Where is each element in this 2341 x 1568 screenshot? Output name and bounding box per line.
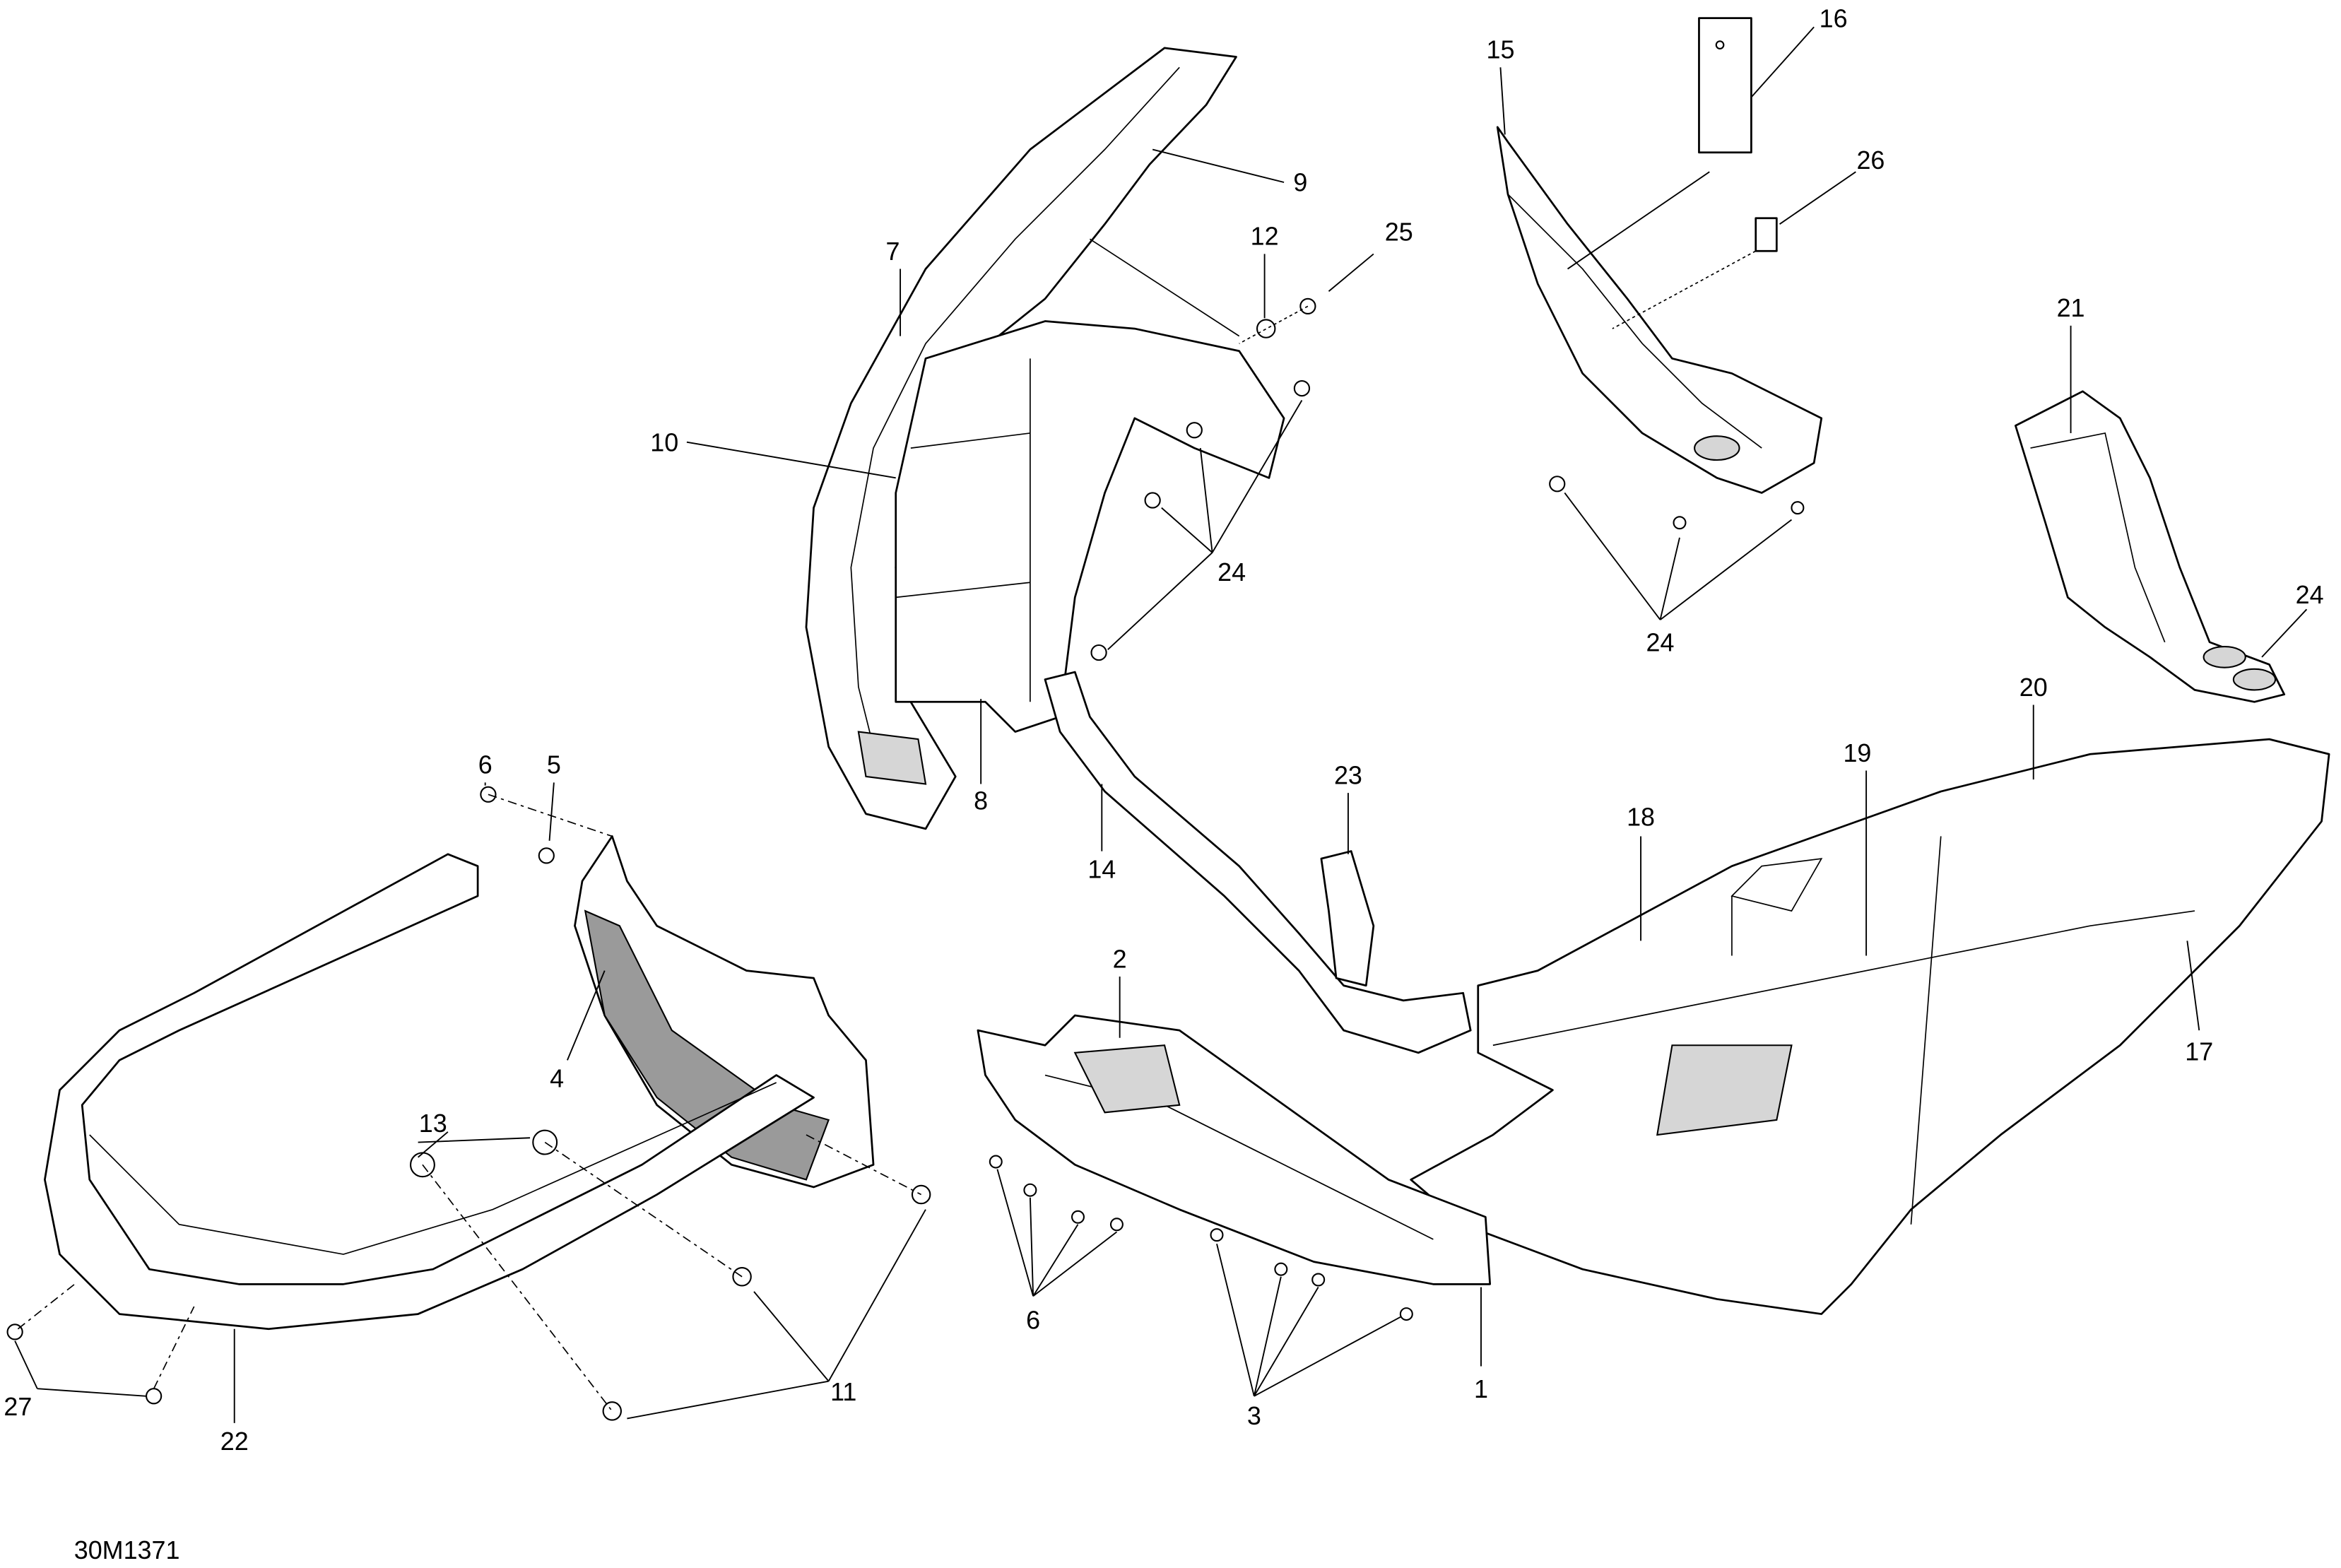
drawing-id: 30M1371: [74, 1535, 180, 1564]
callout-6-top: 6: [478, 750, 493, 779]
callout-3: 3: [1247, 1401, 1261, 1430]
callout-17: 17: [2185, 1037, 2213, 1066]
callout-21: 21: [2057, 293, 2085, 322]
callout-24-right: 24: [2296, 580, 2324, 609]
callout-5: 5: [547, 750, 561, 779]
front-bumper: [44, 853, 815, 1331]
callout-9: 9: [1293, 168, 1307, 197]
callout-7: 7: [886, 237, 900, 266]
callout-13: 13: [419, 1109, 447, 1138]
callout-24-hood: 24: [1217, 558, 1246, 586]
callout-18: 18: [1627, 803, 1655, 832]
callout-15: 15: [1486, 35, 1514, 64]
callout-26: 26: [1856, 146, 1885, 175]
callout-4: 4: [550, 1063, 564, 1092]
callout-11: 11: [830, 1377, 856, 1406]
callout-12: 12: [1251, 222, 1279, 251]
hood-front-panel: [805, 47, 1285, 830]
lower-guard: [977, 1014, 1492, 1285]
side-panel: [1410, 738, 2330, 1315]
support-brace: [1044, 671, 1472, 1054]
leader-lines: [14, 26, 2308, 1423]
callout-8: 8: [974, 786, 988, 815]
callout-23: 23: [1334, 761, 1362, 790]
callout-19: 19: [1843, 738, 1871, 767]
callout-24-bracket: 24: [1646, 627, 1675, 656]
callout-27: 27: [4, 1392, 32, 1421]
callout-10: 10: [650, 428, 678, 456]
callout-20: 20: [2019, 673, 2048, 702]
callout-1: 1: [1474, 1374, 1488, 1403]
callout-22: 22: [220, 1427, 249, 1456]
callout-14: 14: [1087, 855, 1116, 884]
callout-2: 2: [1113, 944, 1127, 973]
side-bracket-15: [1496, 17, 1823, 494]
side-bracket-21: [2015, 390, 2286, 703]
callout-25: 25: [1385, 217, 1413, 246]
callout-16: 16: [1820, 4, 1848, 33]
callout-labels: 16 15 26 9 12 25 7 21 10 24 24 24 20 19 …: [4, 4, 2323, 1564]
callout-6-bottom: 6: [1026, 1306, 1040, 1335]
